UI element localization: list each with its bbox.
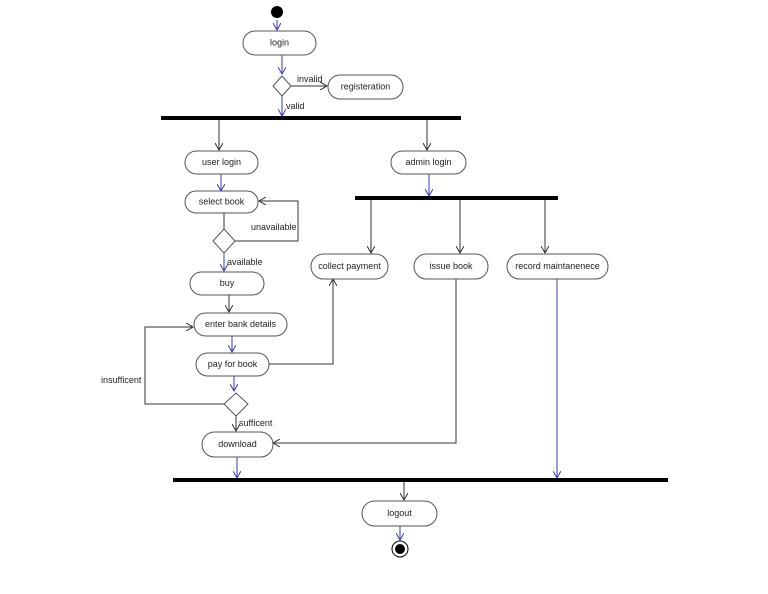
activity-enter-bank-details: enter bank details xyxy=(193,312,288,337)
activity-label: record maintanenece xyxy=(515,261,600,271)
activity-logout: logout xyxy=(361,500,438,527)
activity-select-book: select book xyxy=(184,190,259,214)
edge-pay-collect-payment xyxy=(269,279,333,365)
guard-insufficent: insufficent xyxy=(101,375,142,385)
activity-label: enter bank details xyxy=(205,319,277,329)
guard-invalid: invalid xyxy=(297,74,323,84)
activity-label: issue book xyxy=(429,261,473,271)
decision-book-available xyxy=(212,228,236,254)
edges xyxy=(144,20,557,540)
activity-label: logout xyxy=(387,508,412,518)
activity-label: pay for book xyxy=(208,359,258,369)
activity-label: admin login xyxy=(405,157,451,167)
edge-issue-book-download xyxy=(273,279,457,443)
edge-unavailable-loop xyxy=(235,201,299,242)
guard-unavailable: unavailable xyxy=(251,222,297,232)
fork-bar-top xyxy=(161,116,461,120)
activity-collect-payment: collect payment xyxy=(310,253,389,280)
initial-node xyxy=(271,6,283,18)
guard-available: available xyxy=(227,257,263,267)
activity-record-maintenance: record maintanenece xyxy=(506,253,609,280)
join-bar-bottom xyxy=(173,478,668,482)
activity-label: collect payment xyxy=(318,261,381,271)
guard-valid: valid xyxy=(286,101,305,111)
activity-label: buy xyxy=(220,278,235,288)
activity-pay-for-book: pay for book xyxy=(195,352,270,377)
activity-download: download xyxy=(201,431,274,458)
activity-admin-login: admin login xyxy=(390,150,467,175)
activity-label: registeration xyxy=(341,81,391,91)
activity-login: login xyxy=(242,30,317,56)
activity-issue-book: issue book xyxy=(413,253,489,280)
activity-label: download xyxy=(218,439,257,449)
decision-login-valid xyxy=(272,75,292,97)
activity-user-login: user login xyxy=(184,150,259,175)
final-node xyxy=(391,540,409,558)
edge-insufficent-loop xyxy=(144,327,224,405)
activity-label: login xyxy=(270,37,289,47)
activity-registration: registeration xyxy=(327,74,404,100)
decision-funds-sufficent xyxy=(223,392,249,417)
fork-bar-admin xyxy=(355,196,558,200)
activity-label: select book xyxy=(199,196,245,206)
guard-sufficent: sufficent xyxy=(239,418,273,428)
activity-buy: buy xyxy=(189,271,265,296)
activity-label: user login xyxy=(202,157,241,167)
